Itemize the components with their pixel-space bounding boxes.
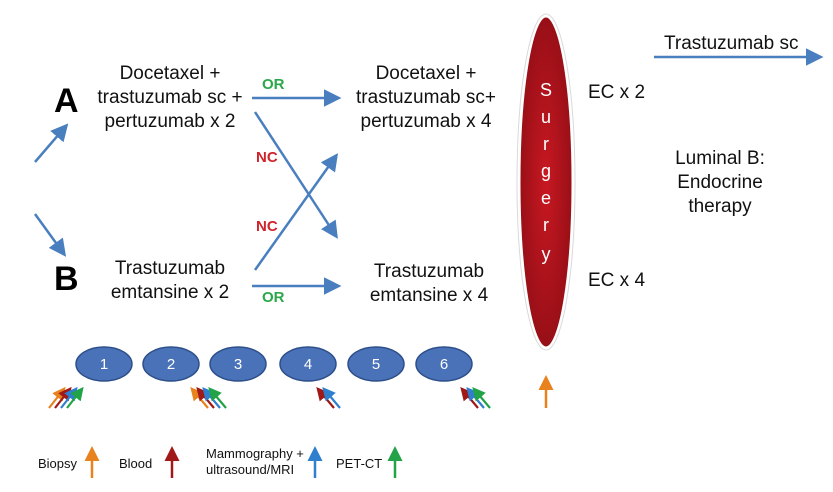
cycle-label: 4	[304, 356, 312, 373]
surgery-letter: y	[541, 244, 551, 264]
arrow-icon	[253, 111, 338, 239]
cycle-ellipse	[415, 346, 473, 382]
surgery-letter: g	[540, 161, 551, 181]
ec-x2-label: EC x 2	[588, 82, 646, 103]
surgery-ellipse	[517, 14, 575, 350]
surgery-letter: u	[540, 107, 551, 127]
cycle-ellipse	[347, 346, 405, 382]
cycle-ellipse	[209, 346, 267, 382]
regimen-b-initial: Trastuzumab emtansine x 2	[110, 258, 230, 303]
trastuzumab-sc-label: Trastuzumab sc	[664, 33, 799, 54]
nc-label-upper: NC	[256, 149, 278, 166]
cycle-ellipse	[75, 346, 133, 382]
cycle-label: 5	[372, 356, 380, 373]
arm-b-label: B	[54, 260, 79, 298]
legend-imaging: Mammography + ultrasound/MRI	[206, 446, 304, 477]
sample-arrows-cycle5	[316, 386, 341, 409]
arrow-icon	[34, 123, 69, 163]
ec-x4-label: EC x 4	[588, 270, 646, 291]
cycle-label: 3	[234, 356, 242, 373]
sample-arrows-cycle3	[190, 386, 227, 409]
luminal-b-label: Luminal B: Endocrine therapy	[675, 148, 765, 217]
surgery-letter: r	[543, 134, 549, 154]
legend-biopsy: Biopsy	[38, 456, 78, 471]
cycle-ellipse	[279, 346, 337, 382]
up-arrow-icon	[322, 386, 341, 409]
regimen-a-initial: Docetaxel + trastuzumab sc + pertuzumab …	[97, 63, 243, 132]
up-arrow-icon	[208, 386, 227, 409]
regimen-a-continue: Docetaxel + trastuzumab sc+ pertuzumab x…	[356, 63, 496, 132]
regimen-b-continue: Trastuzumab emtansine x 4	[369, 261, 489, 306]
cycle-label: 1	[100, 356, 108, 373]
arm-a-label: A	[54, 82, 79, 120]
cycle-ellipse	[142, 346, 200, 382]
sample-arrows-cycle1	[48, 386, 84, 409]
cycle-label: 6	[440, 356, 448, 373]
up-arrow-icon	[472, 386, 491, 409]
cycle-row	[75, 346, 473, 382]
up-arrow-icon	[66, 386, 84, 409]
sample-arrows-cycle7	[460, 386, 491, 409]
surgery-letter: S	[539, 80, 552, 100]
legend-petct: PET-CT	[336, 456, 383, 471]
or-label-bottom: OR	[262, 289, 285, 306]
arrow-icon	[33, 213, 67, 257]
cycle-label: 2	[167, 356, 175, 373]
surgery-letter: r	[543, 215, 549, 235]
legend-blood: Blood	[119, 456, 153, 471]
or-label-top: OR	[262, 76, 285, 93]
surgery-letter: e	[540, 188, 551, 208]
nc-label-lower: NC	[256, 218, 278, 235]
arrow-icon	[253, 153, 339, 271]
